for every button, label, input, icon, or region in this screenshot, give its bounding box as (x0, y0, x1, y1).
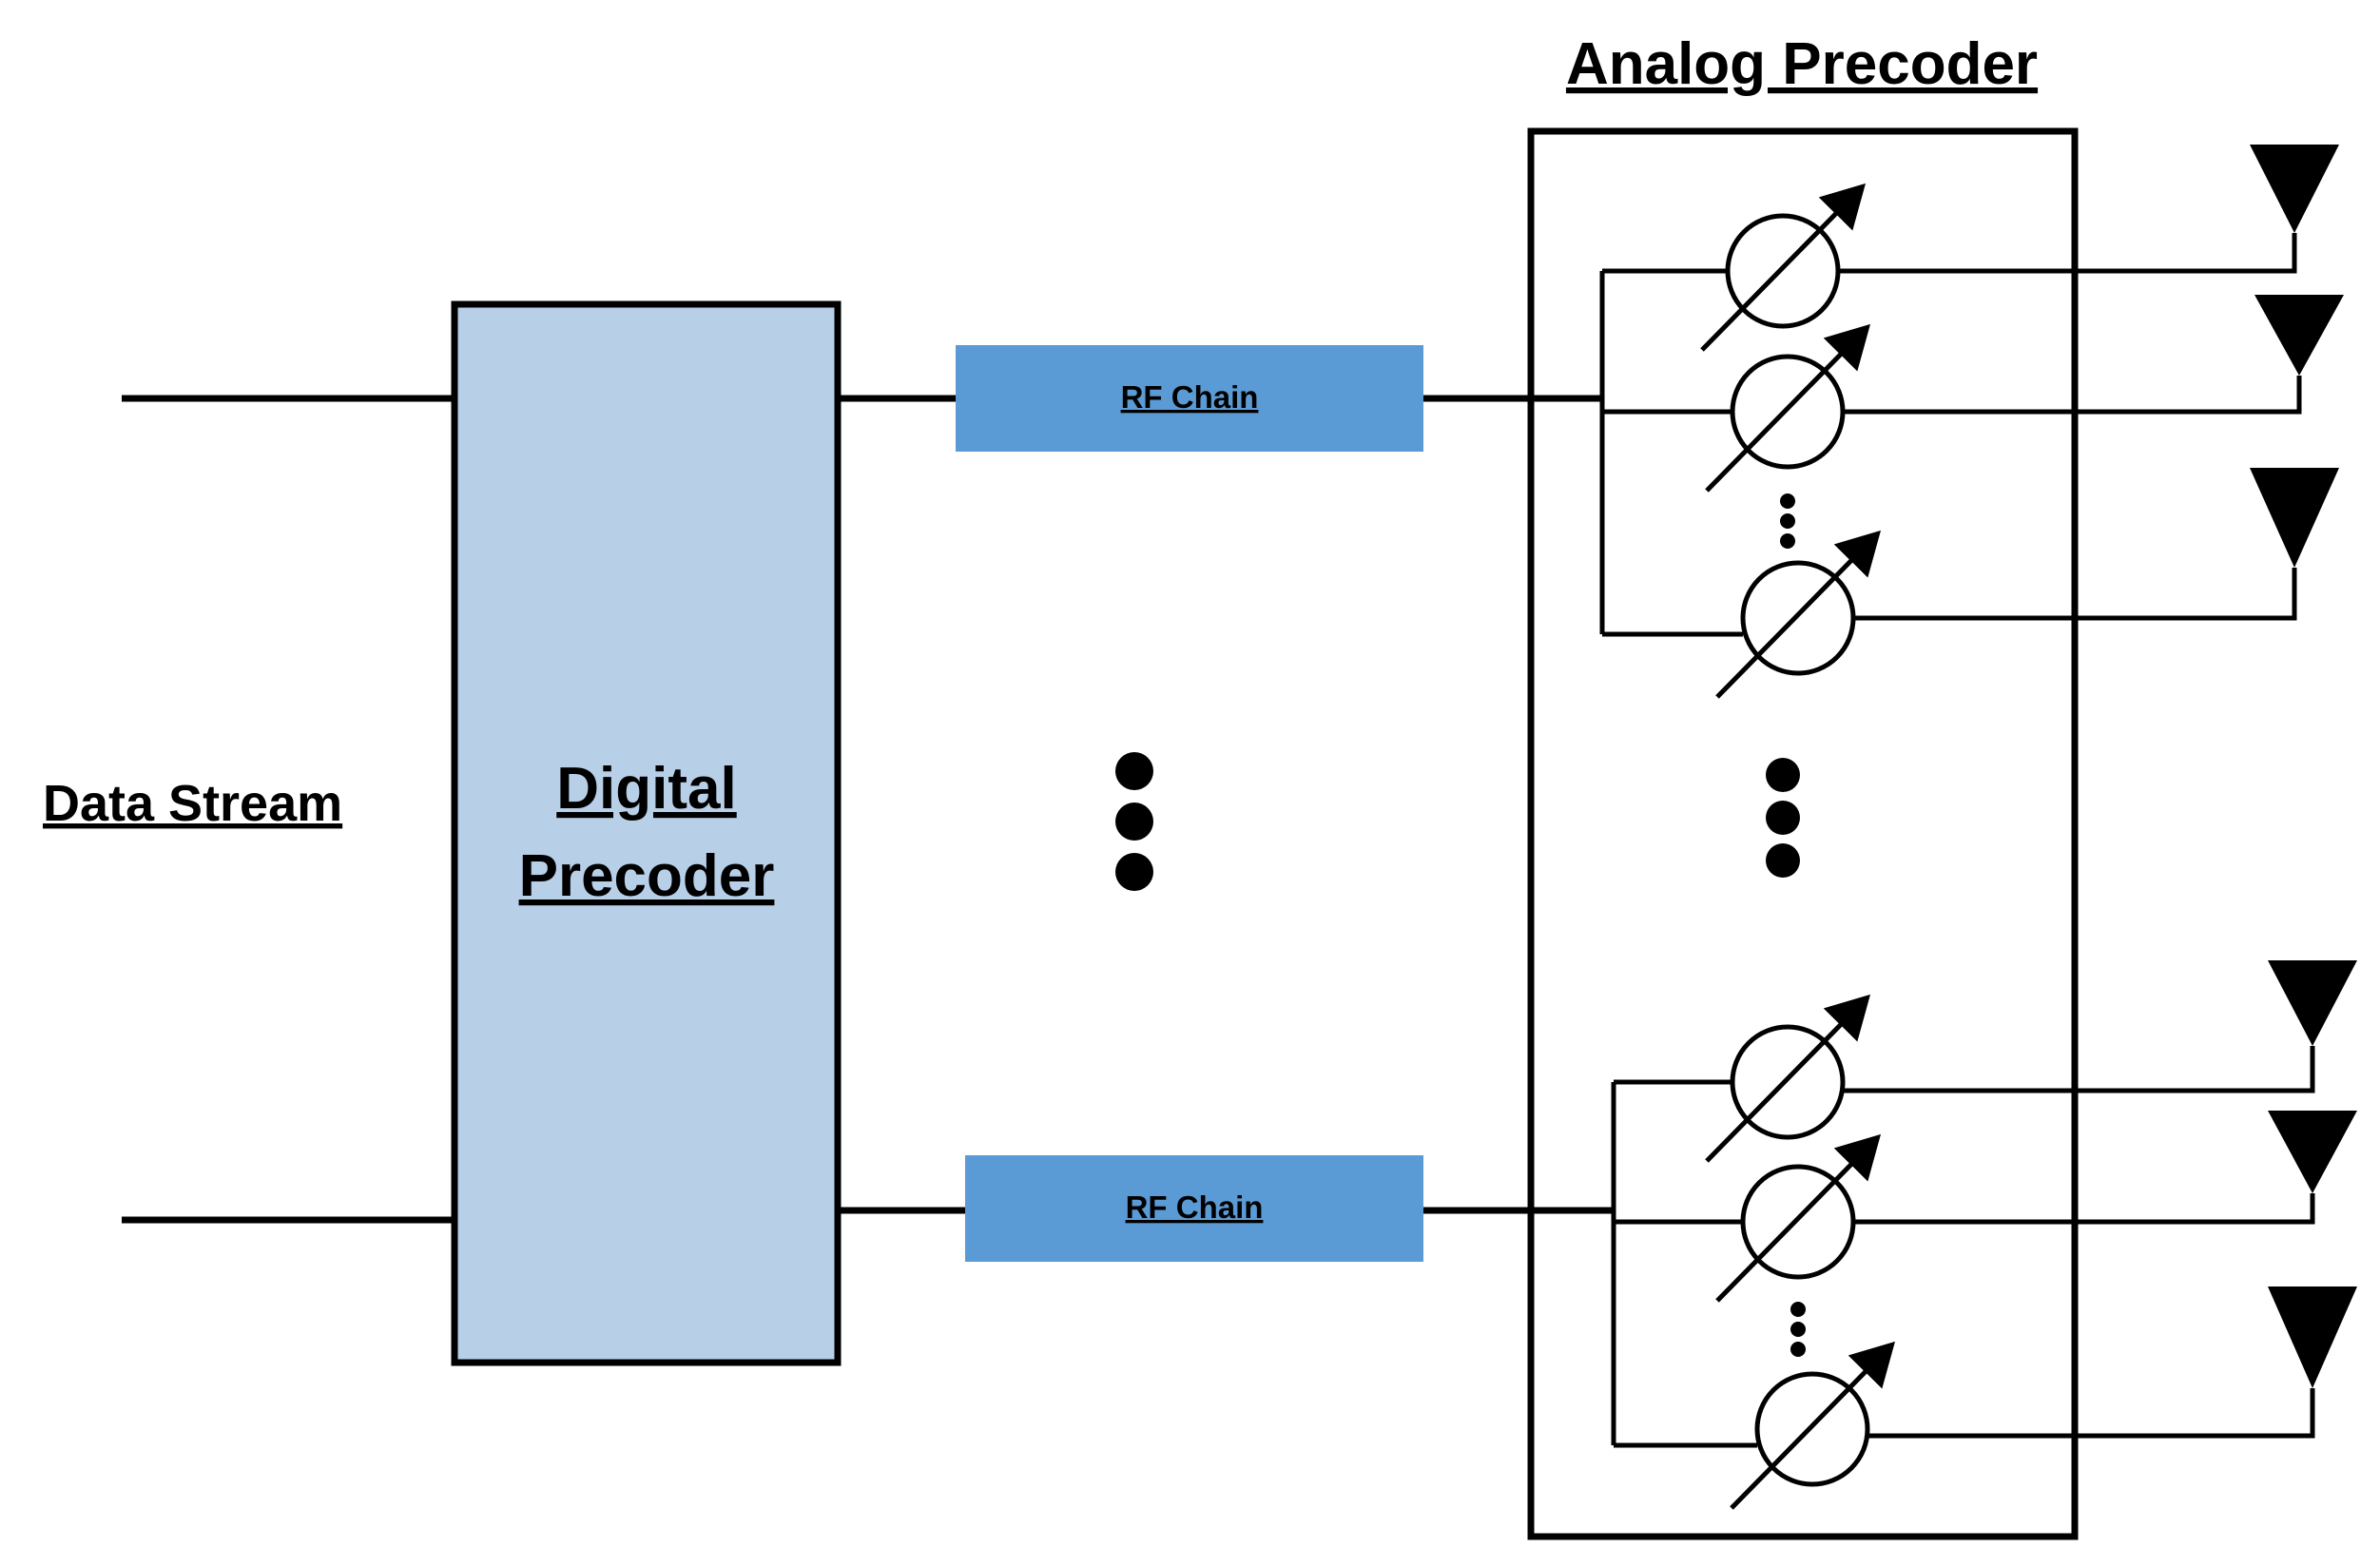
antenna-icon (2268, 1286, 2357, 1388)
data-stream-lines (122, 395, 455, 1224)
analog-precoder-box (1527, 127, 2079, 1540)
antenna-array (2250, 145, 2357, 1388)
phase-shifter-ellipsis-dots-icon (1780, 493, 1795, 549)
phase-shifter-icon (1705, 994, 1871, 1163)
rf-chain-bottom-box (965, 1155, 1423, 1262)
antenna-icon (2254, 295, 2344, 376)
digital-precoder-box (451, 300, 842, 1366)
phase-shifter-ellipsis-dots-icon (1790, 1302, 1806, 1357)
phase-shifter-icon (1715, 1133, 1882, 1303)
phase-shifter-icon (1705, 323, 1871, 493)
digital-precoder-label-line2: Precoder (519, 843, 775, 909)
phase-shifter-icon (1700, 183, 1867, 352)
rf-chain-top-box (956, 345, 1423, 452)
digital-precoder-block: Digital Precoder (451, 300, 842, 1366)
rf-chain-ellipsis-dots-icon (1115, 752, 1153, 891)
phase-shifter-icon (1715, 530, 1882, 699)
analog-precoder-title: Analog Precoder (1566, 31, 2038, 97)
phase-shifter-group-bottom (1611, 994, 2315, 1510)
antenna-icon (2268, 1111, 2357, 1193)
rf-chain-top-label: RF Chain (1121, 379, 1259, 415)
rf-chain-bottom-label: RF Chain (1126, 1190, 1264, 1225)
phase-shifter-icon (1730, 1341, 1896, 1510)
data-stream-label: Data Stream (43, 775, 342, 832)
phase-shifter-group-top (1599, 183, 2302, 699)
antenna-icon (2250, 468, 2339, 568)
antenna-icon (2250, 145, 2339, 233)
antenna-icon (2268, 960, 2357, 1046)
digital-precoder-label-line1: Digital (556, 756, 736, 822)
analog-ellipsis-dots-icon (1766, 758, 1800, 878)
rf-chain-bottom: RF Chain (965, 1155, 1423, 1262)
rf-chain-top: RF Chain (956, 345, 1423, 452)
